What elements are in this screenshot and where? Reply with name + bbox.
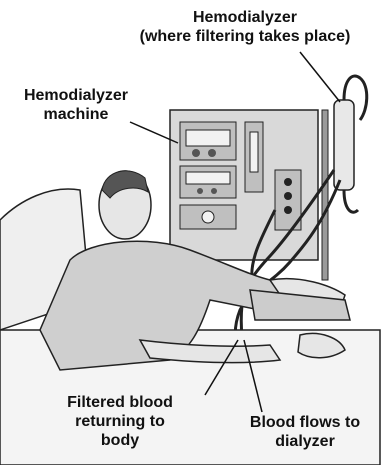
flows-label-line2: dialyzer [226,432,384,451]
machine-label-line1: Hemodialyzer [2,86,150,105]
flows-label-line1: Blood flows to [226,413,384,432]
filtered-label-line2: returning to [40,412,200,431]
filtered-label-line3: body [40,431,200,450]
hemodialyzer-cylinder [334,76,367,212]
hemodialyzer-machine-label: Hemodialyzer machine [2,86,150,124]
filtered-label-line1: Filtered blood [40,393,200,412]
machine-label-line2: machine [2,105,150,124]
hemodialyzer-label-line2: (where filtering takes place) [100,27,387,46]
hemodialyzer-label: Hemodialyzer (where filtering takes plac… [100,8,387,46]
blood-flows-label: Blood flows to dialyzer [226,413,384,451]
hemodialyzer-label-line1: Hemodialyzer [100,8,387,27]
filtered-blood-label: Filtered blood returning to body [40,393,200,450]
